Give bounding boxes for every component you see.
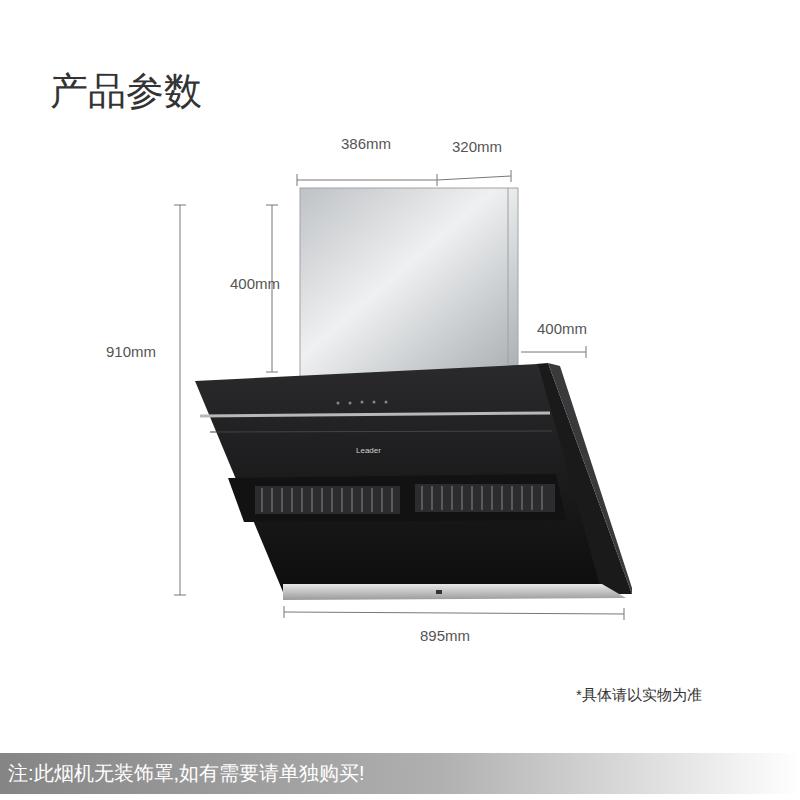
footnote: *具体请以实物为准 [576, 686, 702, 705]
dimension-label: 386mm [341, 135, 391, 152]
notice-text: 注:此烟机无装饰罩,如有需要请单独购买! [0, 753, 800, 794]
brand-logo: Leader [356, 446, 381, 455]
dimension-label: 895mm [420, 627, 470, 644]
dimension-label: 400mm [537, 320, 587, 337]
page-title: 产品参数 [50, 66, 202, 117]
dimension-label: 320mm [452, 138, 502, 155]
dimension-label: 910mm [106, 343, 156, 360]
dimension-label: 400mm [230, 275, 280, 292]
notice-banner: 注:此烟机无装饰罩,如有需要请单独购买! [0, 753, 800, 794]
